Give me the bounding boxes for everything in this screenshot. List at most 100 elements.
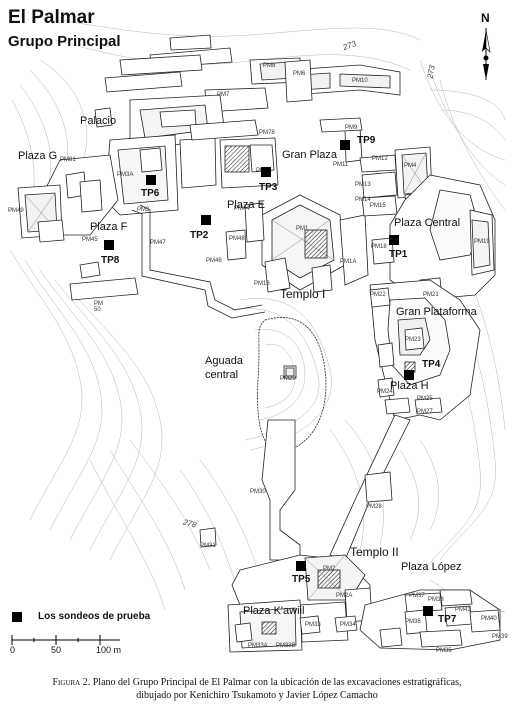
structure-label: PM36 [405,619,421,625]
map-title: El Palmar [8,7,95,28]
map-subtitle: Grupo Principal [8,33,121,50]
test-pit-marker [146,175,156,185]
test-pit-marker [261,167,271,177]
plaza-label: Palacio [80,115,117,127]
scale-label: 100 m [96,645,122,655]
figure-caption: Figura 2. Plano del Grupo Principal de E… [0,676,514,702]
structure-label: PM24 [377,389,393,395]
plaza-label: Plaza López [401,561,462,573]
structure-label: PM1A [340,259,357,265]
caption-text-2: dibujado por Kenichiro Tsukamoto y Javie… [136,690,378,701]
structure-label: PM2 [323,566,336,572]
structure-label: PM29 [280,376,296,382]
test-pit-marker [104,240,114,250]
north-label: N [481,11,490,25]
structure-label: PM46 [206,258,222,264]
plaza-lopez-structures [359,589,501,651]
plaza-label: Templo I [280,287,326,301]
plaza-label: Plaza Central [394,217,461,229]
structure-label: PM21 [423,292,439,298]
map-drawing [9,19,506,653]
structure-label: PM15 [370,203,386,209]
aguada-central [257,317,327,453]
structure-label: PM45 [82,237,98,243]
test-pit-label: TP2 [190,230,209,241]
structure-label: PM35 [436,648,452,654]
structure-label: PM38 [428,597,444,603]
structure-label: PM33 [305,622,321,628]
structure-label: PM1 [296,226,309,232]
structure-label: PM13 [355,182,371,188]
structure-label: PM27 [417,409,433,415]
contour-lines [9,19,506,613]
test-pit-marker [201,215,211,225]
caption-text: Plano del Grupo Principal de El Palmar c… [92,677,462,688]
test-pit-label: TP9 [357,135,376,146]
structure-label: PM41 [455,607,471,613]
structure-label: PM 50 [94,301,103,313]
structure-label: PM48 [229,236,245,242]
plaza-label: Gran Plaza [282,149,338,161]
palace-structures [94,34,303,216]
scale-label: 50 [51,645,62,655]
structure-label: PM14 [355,197,371,203]
plaza-label: Plaza G [18,150,58,162]
test-pit-marker [404,370,414,380]
templo-I-complex [225,194,369,293]
legend-label: Los sondeos de prueba [38,611,151,622]
structure-label: PM4 [404,163,417,169]
test-pit-marker [389,235,399,245]
structure-label: PM10 [352,78,368,84]
test-pit-label: TP7 [438,614,457,625]
structure-label: PM31 [200,543,216,549]
caption-lead: Figura 2. [52,677,91,688]
structure-label: PM8 [263,63,276,69]
structure-label: PM9 [345,125,358,131]
test-pit-marker [423,606,433,616]
structure-label: PM49 [8,208,24,214]
structure-label: PM47 [150,240,166,246]
south-causeway [199,414,411,561]
structure-label: PM78 [259,130,275,136]
plaza-label: Templo II [350,545,399,559]
test-pit-label: TP4 [422,359,441,370]
plaza-label: Plaza F [90,221,128,233]
structure-label: PM11 [333,162,349,168]
structure-label: PM12 [372,156,388,162]
structure-label: PM3A [117,172,134,178]
structure-label: PM7 [217,92,230,98]
structure-label: PM40 [481,616,497,622]
plaza-label: Plaza E [227,199,265,211]
structure-label: PM34 [340,622,356,628]
structure-label: PM39 [492,634,508,640]
structure-label: PM44 [234,206,250,212]
scale-label: 0 [10,645,16,655]
test-pit-marker [340,140,350,150]
test-pit-label: TP8 [101,255,120,266]
structure-label: PM33B [276,643,296,649]
structure-label: PM28 [366,504,382,510]
plaza-label: Plaza H [390,380,429,392]
legend-marker [12,612,22,622]
west-structures [17,154,139,301]
structure-label: PM16 [254,281,270,287]
structure-label: PM37 [409,593,425,599]
structure-label: PM81 [60,157,76,163]
scale-bar [11,635,120,645]
test-pit-label: TP6 [141,188,160,199]
plaza-label: Aguada central [205,355,243,381]
structure-label: PM22 [370,292,386,298]
structure-label: PM33A [248,643,268,649]
northeast-causeway [284,59,401,103]
test-pit-label: TP5 [292,574,311,585]
structure-label: PM30 [250,489,266,495]
structure-label: PM18 [371,244,387,250]
structure-label: PM2A [336,593,353,599]
plaza-E-wall [131,204,266,319]
structure-label: PM25 [417,396,433,402]
templo-II-complex [227,554,373,653]
plaza-label: Gran Plataforma [396,306,477,318]
test-pit-label: TP3 [259,182,278,193]
gran-plataforma [369,279,481,421]
test-pit-marker [296,561,306,571]
